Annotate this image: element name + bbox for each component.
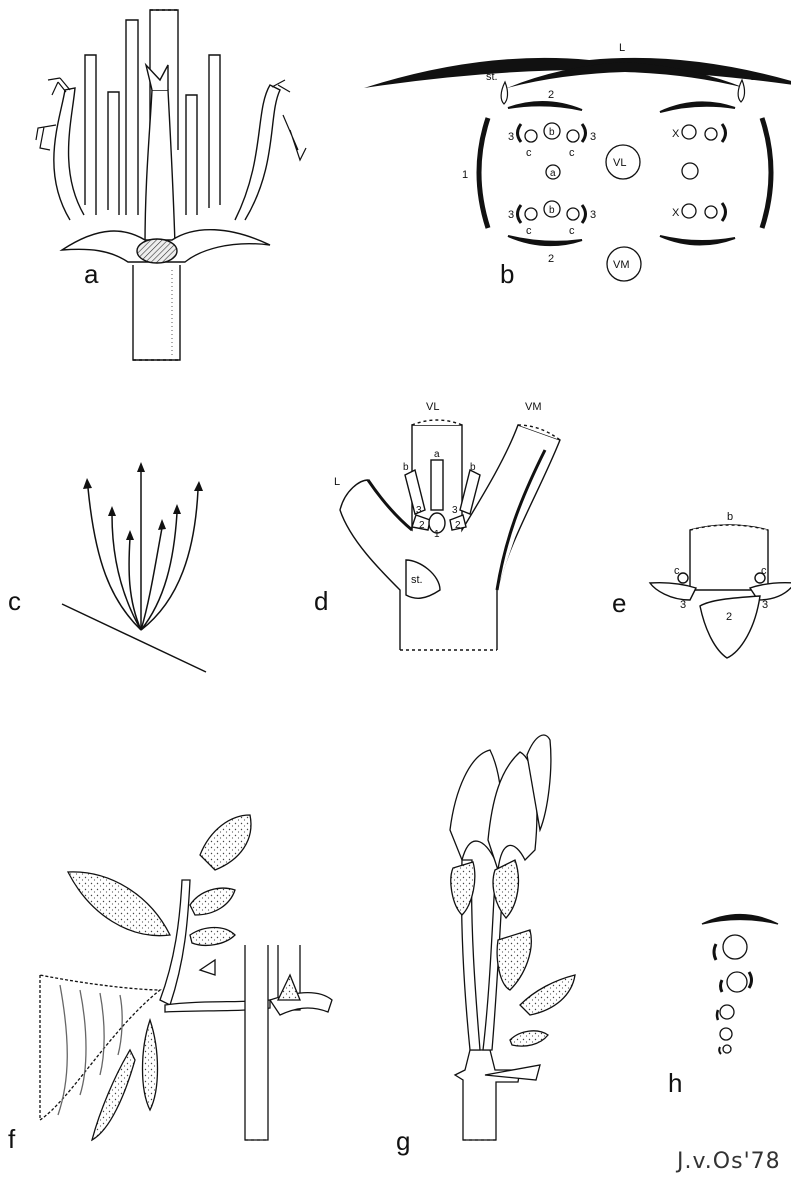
svg-text:3: 3	[508, 209, 514, 221]
svg-text:VM: VM	[525, 401, 542, 413]
svg-text:2: 2	[455, 520, 461, 531]
svg-text:c: c	[761, 565, 767, 577]
svg-text:3: 3	[590, 209, 596, 221]
svg-text:c: c	[569, 147, 575, 159]
svg-text:c: c	[526, 225, 532, 237]
svg-text:b: b	[549, 127, 555, 138]
svg-text:3: 3	[590, 131, 596, 143]
panel-f-letter: f	[8, 1124, 16, 1154]
panel-a-drawing	[36, 10, 306, 360]
svg-text:st.: st.	[411, 574, 423, 586]
svg-text:VL: VL	[613, 157, 626, 169]
panel-a-letter: a	[84, 259, 99, 289]
svg-text:st.: st.	[750, 71, 762, 83]
panel-h-diagram	[702, 915, 778, 1055]
svg-text:3: 3	[508, 131, 514, 143]
svg-text:3: 3	[762, 599, 768, 611]
svg-text:VM: VM	[613, 259, 630, 271]
svg-text:c: c	[674, 565, 680, 577]
svg-text:L: L	[334, 476, 340, 488]
svg-text:st.: st.	[486, 71, 498, 83]
svg-text:2: 2	[548, 253, 554, 265]
svg-text:3: 3	[452, 505, 458, 516]
svg-text:1: 1	[462, 169, 468, 181]
panel-h-letter: h	[668, 1068, 682, 1098]
panel-g-drawing	[450, 735, 575, 1140]
svg-text:b: b	[470, 462, 476, 473]
svg-text:VL: VL	[426, 401, 439, 413]
svg-text:a: a	[550, 168, 556, 179]
svg-text:X: X	[672, 207, 680, 219]
svg-text:X: X	[672, 128, 680, 140]
panel-e-drawing	[650, 525, 791, 658]
svg-text:2: 2	[548, 89, 554, 101]
panel-f-drawing	[40, 815, 332, 1140]
svg-text:1: 1	[434, 529, 440, 540]
svg-text:3: 3	[416, 505, 422, 516]
svg-text:L: L	[619, 42, 625, 54]
panel-d-letter: d	[314, 586, 328, 616]
panel-d-drawing	[340, 420, 560, 650]
svg-text:a: a	[434, 449, 440, 460]
svg-text:2: 2	[726, 611, 732, 623]
panel-c-letter: c	[8, 586, 21, 616]
svg-text:2: 2	[419, 520, 425, 531]
svg-text:b: b	[403, 462, 409, 473]
artist-signature: J.v.Os'78	[675, 1149, 781, 1174]
svg-text:b: b	[727, 511, 733, 523]
svg-text:c: c	[569, 225, 575, 237]
svg-text:c: c	[526, 147, 532, 159]
panel-e-letter: e	[612, 588, 626, 618]
svg-text:b: b	[549, 205, 555, 216]
panel-g-letter: g	[396, 1126, 410, 1156]
panel-b-diagram	[364, 58, 791, 281]
panel-b-letter: b	[500, 259, 514, 289]
svg-text:3: 3	[680, 599, 686, 611]
panel-c-schema	[62, 462, 206, 672]
